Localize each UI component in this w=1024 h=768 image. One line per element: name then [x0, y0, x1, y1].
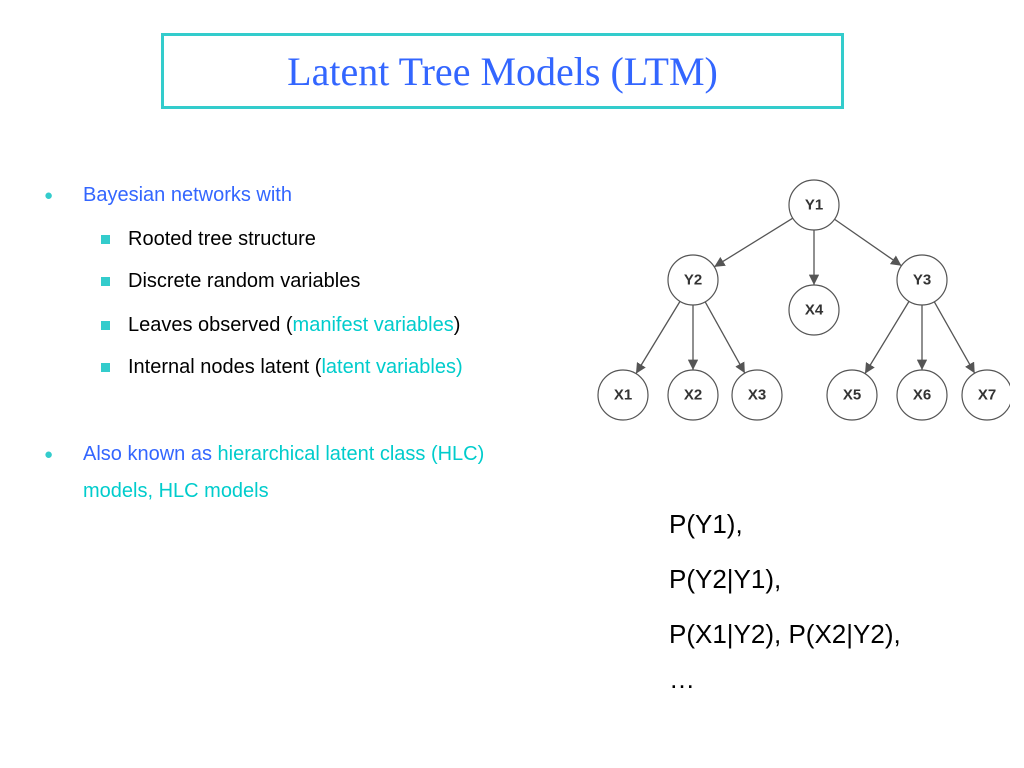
- node-y2: Y2: [667, 254, 719, 306]
- bullet-2: ● Also known as hierarchical latent clas…: [44, 436, 623, 510]
- node-circle: [896, 369, 948, 421]
- edge-y1-y2: [713, 217, 794, 268]
- node-circle: [961, 369, 1010, 421]
- node-x5: X5: [826, 369, 878, 421]
- node-label: X7: [978, 387, 996, 404]
- node-x6: X6: [896, 369, 948, 421]
- bullet-2-highlight: hierarchical latent class (HLC): [217, 443, 485, 465]
- node-x3: X3: [731, 369, 783, 421]
- edge-y1-y3: [834, 218, 902, 267]
- node-circle: [788, 179, 840, 231]
- sub-bullet-3-suffix: ): [453, 314, 461, 336]
- node-x2: X2: [667, 369, 719, 421]
- node-label: X4: [805, 302, 824, 319]
- slide-title: Latent Tree Models (LTM): [287, 48, 718, 94]
- node-label: X5: [843, 387, 861, 404]
- node-y3: Y3: [896, 254, 948, 306]
- node-x1: X1: [597, 369, 649, 421]
- sub-bullet-4-text: Internal nodes latent (: [128, 356, 322, 378]
- node-x7: X7: [961, 369, 1010, 421]
- bullet-2-prefix: Also known as: [83, 443, 218, 465]
- probability-list: P(Y1), P(Y2|Y1), P(X1|Y2), P(X2|Y2), …: [669, 504, 901, 724]
- square-bullet-icon: [101, 277, 110, 286]
- sub-bullet-3-highlight: manifest variables: [292, 314, 454, 336]
- sub-bullet-1-text: Rooted tree structure: [128, 228, 316, 250]
- square-bullet-icon: [101, 235, 110, 244]
- sub-bullet-4: Internal nodes latent (latent variables): [101, 355, 463, 379]
- node-x4: X4: [788, 284, 840, 336]
- bullet-dot-icon: ●: [44, 446, 54, 463]
- title-box: Latent Tree Models (LTM): [161, 33, 844, 109]
- square-bullet-icon: [101, 363, 110, 372]
- node-y1: Y1: [788, 179, 840, 231]
- node-circle: [667, 254, 719, 306]
- edge-y3-x5: [864, 301, 910, 374]
- bullet-1-text: Bayesian networks with: [83, 184, 292, 206]
- sub-bullet-2: Discrete random variables: [101, 269, 361, 293]
- node-circle: [597, 369, 649, 421]
- node-label: Y2: [684, 272, 702, 289]
- node-label: X6: [913, 387, 931, 404]
- sub-bullet-3: Leaves observed (manifest variables): [101, 313, 461, 337]
- node-circle: [788, 284, 840, 336]
- prob-line-3: P(X1|Y2), P(X2|Y2),: [669, 619, 901, 649]
- edge-y3-x7: [933, 301, 976, 374]
- node-circle: [896, 254, 948, 306]
- edge-y2-x3: [704, 301, 746, 374]
- node-circle: [731, 369, 783, 421]
- tree-edges: [635, 217, 976, 374]
- sub-bullet-2-text: Discrete random variables: [128, 270, 361, 292]
- node-label: Y1: [805, 197, 823, 214]
- prob-line-2: P(Y2|Y1),: [669, 564, 782, 594]
- prob-line-1: P(Y1),: [669, 509, 743, 539]
- node-label: Y3: [913, 272, 931, 289]
- node-label: X1: [614, 387, 632, 404]
- node-label: X3: [748, 387, 766, 404]
- bullet-1: ● Bayesian networks with: [44, 177, 623, 214]
- prob-line-4: …: [669, 664, 695, 694]
- node-circle: [667, 369, 719, 421]
- sub-bullet-4-highlight: latent variables): [321, 356, 463, 378]
- edge-y2-x1: [635, 301, 681, 374]
- node-label: X2: [684, 387, 702, 404]
- node-circle: [826, 369, 878, 421]
- bullet-dot-icon: ●: [44, 187, 54, 204]
- bullet-2-line2: models, HLC models: [83, 480, 269, 502]
- sub-bullet-1: Rooted tree structure: [101, 227, 316, 251]
- sub-bullet-3-text: Leaves observed (: [128, 314, 293, 336]
- square-bullet-icon: [101, 321, 110, 330]
